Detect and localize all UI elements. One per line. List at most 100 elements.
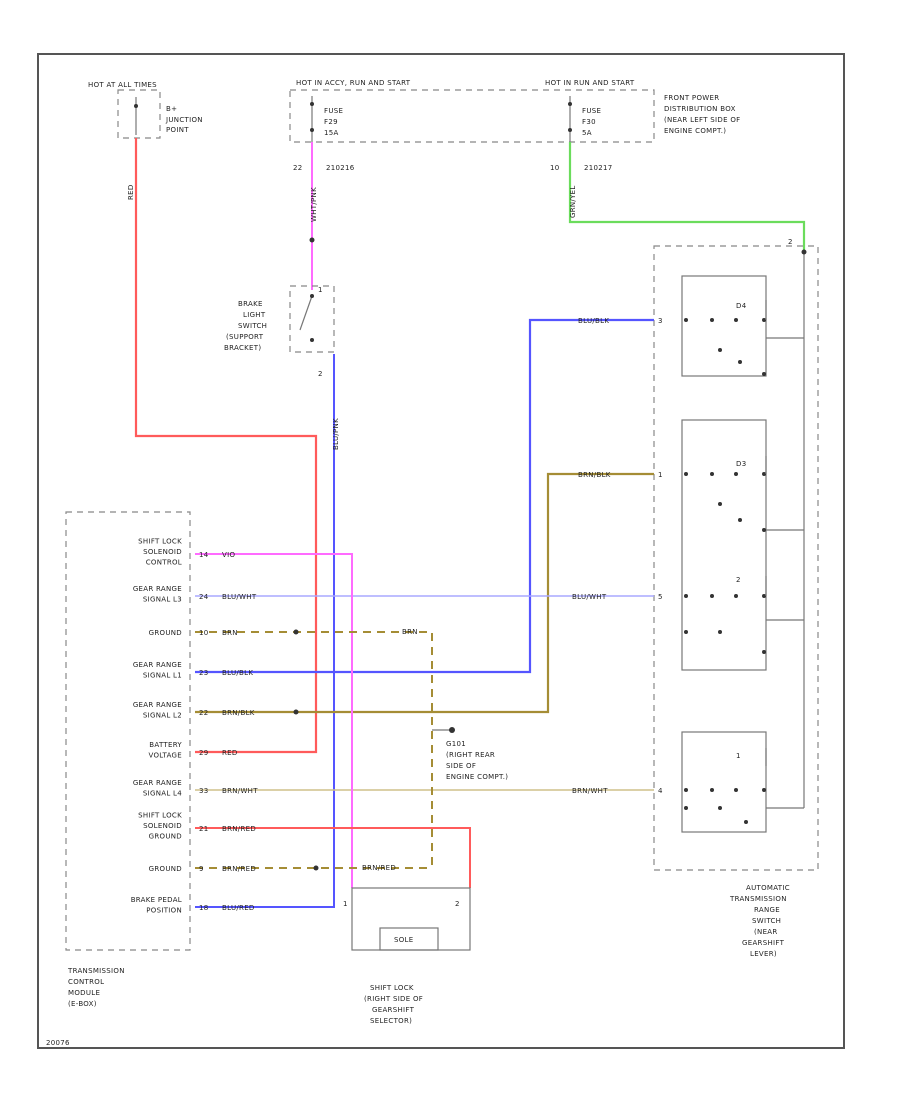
tcm-row-label: GEAR RANGE bbox=[133, 701, 182, 709]
shift-lock-pin-left: 1 bbox=[343, 900, 348, 908]
fuse-a-label-1: FUSE bbox=[324, 107, 343, 115]
shift-lock-pin-right: 2 bbox=[455, 900, 460, 908]
range-section-1 bbox=[681, 275, 767, 377]
brake-switch-box bbox=[289, 285, 335, 353]
brn-red-ground-splice bbox=[313, 865, 319, 871]
shift-lock-inner-label: SOLE bbox=[394, 936, 413, 944]
wire-blu-wht-label: BLU/WHT bbox=[572, 593, 607, 601]
tcm-row-wire: BRN/RED bbox=[222, 825, 256, 833]
range-switch-label-1: AUTOMATIC bbox=[746, 884, 790, 892]
tcm-label-4: (E-BOX) bbox=[68, 1000, 97, 1008]
g101-label-4: ENGINE COMPT.) bbox=[446, 773, 508, 781]
range-switch-box bbox=[653, 245, 819, 871]
range-switch-label-4: SWITCH bbox=[752, 917, 781, 925]
g101-label-2: (RIGHT REAR bbox=[446, 751, 495, 759]
fuse-b-label-3: 5A bbox=[582, 129, 592, 137]
brake-switch-pin-top: 1 bbox=[318, 286, 323, 294]
junction-label-1: B+ bbox=[166, 105, 177, 113]
brake-switch-label-2: LIGHT bbox=[243, 311, 266, 319]
wire-brn-blk bbox=[195, 472, 654, 714]
range-switch-bus-top bbox=[801, 249, 807, 255]
tcm-row-label: CONTROL bbox=[146, 559, 182, 567]
shift-lock-label-4: SELECTOR) bbox=[370, 1017, 412, 1025]
fuse-box-label-3: (NEAR LEFT SIDE OF bbox=[664, 116, 740, 124]
tcm-row-wire: BRN/RED bbox=[222, 865, 256, 873]
range-switch-label-5: (NEAR bbox=[754, 928, 778, 936]
tcm-box bbox=[65, 511, 191, 951]
tcm-row-pin: 14 bbox=[199, 551, 209, 559]
tcm-row-label: SHIFT LOCK bbox=[138, 538, 182, 546]
tcm-row-wire: BRN/BLK bbox=[222, 709, 255, 717]
wire-brn-ground bbox=[195, 631, 433, 870]
junction-point-box bbox=[117, 89, 161, 139]
tcm-row-label: SIGNAL L3 bbox=[143, 595, 182, 603]
tcm-row-label: BRAKE PEDAL bbox=[131, 896, 182, 904]
brake-switch-label-4: (SUPPORT bbox=[226, 333, 264, 341]
range-switch-label-2: TRANSMISSION bbox=[729, 895, 787, 903]
fuse-a-dot-bottom bbox=[310, 128, 314, 132]
hot-at-all-times-label: HOT AT ALL TIMES bbox=[88, 81, 157, 89]
wire-pink-label: WHT/PNK bbox=[310, 187, 318, 222]
diagram-frame bbox=[37, 53, 845, 1049]
shift-lock-label-3: GEARSHIFT bbox=[372, 1006, 415, 1014]
tcm-row-pin: 24 bbox=[199, 593, 209, 601]
range-switch-pin-4: 4 bbox=[658, 787, 663, 795]
wire-brn-wht-label: BRN/WHT bbox=[572, 787, 608, 795]
wire-green-label: GRN/YEL bbox=[569, 185, 577, 218]
tcm-row-wire: BLU/RED bbox=[222, 904, 255, 912]
range-switch-pin-top: 2 bbox=[788, 238, 793, 246]
tcm-row-label: SIGNAL L4 bbox=[143, 789, 182, 797]
junction-label-2: JUNCTION bbox=[165, 116, 203, 124]
junction-dot bbox=[134, 104, 138, 108]
brn-blk-splice bbox=[293, 709, 299, 715]
pink-splice bbox=[309, 237, 315, 243]
brake-switch-label-3: SWITCH bbox=[238, 322, 267, 330]
wire-brake-label: BLU/PNK bbox=[332, 418, 340, 450]
wire-red-label: RED bbox=[127, 184, 135, 200]
fuse-a-label-2: F29 bbox=[324, 118, 338, 126]
range-section-2 bbox=[681, 419, 767, 671]
tcm-label-2: CONTROL bbox=[68, 978, 104, 986]
tcm-row-pin: 21 bbox=[199, 825, 209, 833]
range-contact-d3: D3 bbox=[736, 460, 746, 468]
diagram-id: 20076 bbox=[46, 1039, 70, 1047]
tcm-row-pin: 23 bbox=[199, 669, 209, 677]
tcm-row-label: GEAR RANGE bbox=[133, 661, 182, 669]
g101-dot bbox=[449, 727, 455, 733]
range-contact-1: 1 bbox=[736, 752, 741, 760]
tcm-row-label: SIGNAL L2 bbox=[143, 711, 182, 719]
fuse-box-label-1: FRONT POWER bbox=[664, 94, 719, 102]
fuse-a-dot-top bbox=[310, 102, 314, 106]
wire-brn-red-solenoid bbox=[195, 827, 471, 888]
fuse-b-pin: 10 bbox=[550, 164, 560, 172]
fuse-box-label-4: ENGINE COMPT.) bbox=[664, 127, 726, 135]
shift-lock-label-2: (RIGHT SIDE OF bbox=[364, 995, 423, 1003]
wire-blu-blk-label: BLU/BLK bbox=[578, 317, 609, 325]
tcm-row-wire: BRN bbox=[222, 629, 238, 637]
range-switch-label-7: LEVER) bbox=[750, 950, 777, 958]
g101-label-1: G101 bbox=[446, 740, 466, 748]
fuse-b-dot-bottom bbox=[568, 128, 572, 132]
tcm-row-label: GROUND bbox=[149, 865, 182, 873]
fuse-box-label-2: DISTRIBUTION BOX bbox=[664, 105, 736, 113]
g101-label-3: SIDE OF bbox=[446, 762, 476, 770]
tcm-row-pin: 18 bbox=[199, 904, 209, 912]
range-switch-label-6: GEARSHIFT bbox=[742, 939, 785, 947]
tcm-row-label: GROUND bbox=[149, 629, 182, 637]
tcm-row-pin: 10 bbox=[199, 629, 209, 637]
wire-vio bbox=[195, 553, 353, 888]
brake-switch-blade bbox=[299, 295, 313, 331]
brake-switch-label-5: BRACKET) bbox=[224, 344, 261, 352]
wire-red bbox=[134, 138, 318, 754]
brake-switch-label-1: BRAKE bbox=[238, 300, 263, 308]
fuse-a-connector: 210216 bbox=[326, 164, 355, 172]
fuse-box bbox=[289, 89, 655, 143]
fuse-b-connector: 210217 bbox=[584, 164, 613, 172]
fuse-b-label-1: FUSE bbox=[582, 107, 601, 115]
junction-label-3: POINT bbox=[166, 126, 189, 134]
tcm-row-label: GROUND bbox=[149, 833, 182, 841]
shift-lock-label-1: SHIFT LOCK bbox=[370, 984, 414, 992]
brake-switch-contact-1 bbox=[310, 294, 314, 298]
